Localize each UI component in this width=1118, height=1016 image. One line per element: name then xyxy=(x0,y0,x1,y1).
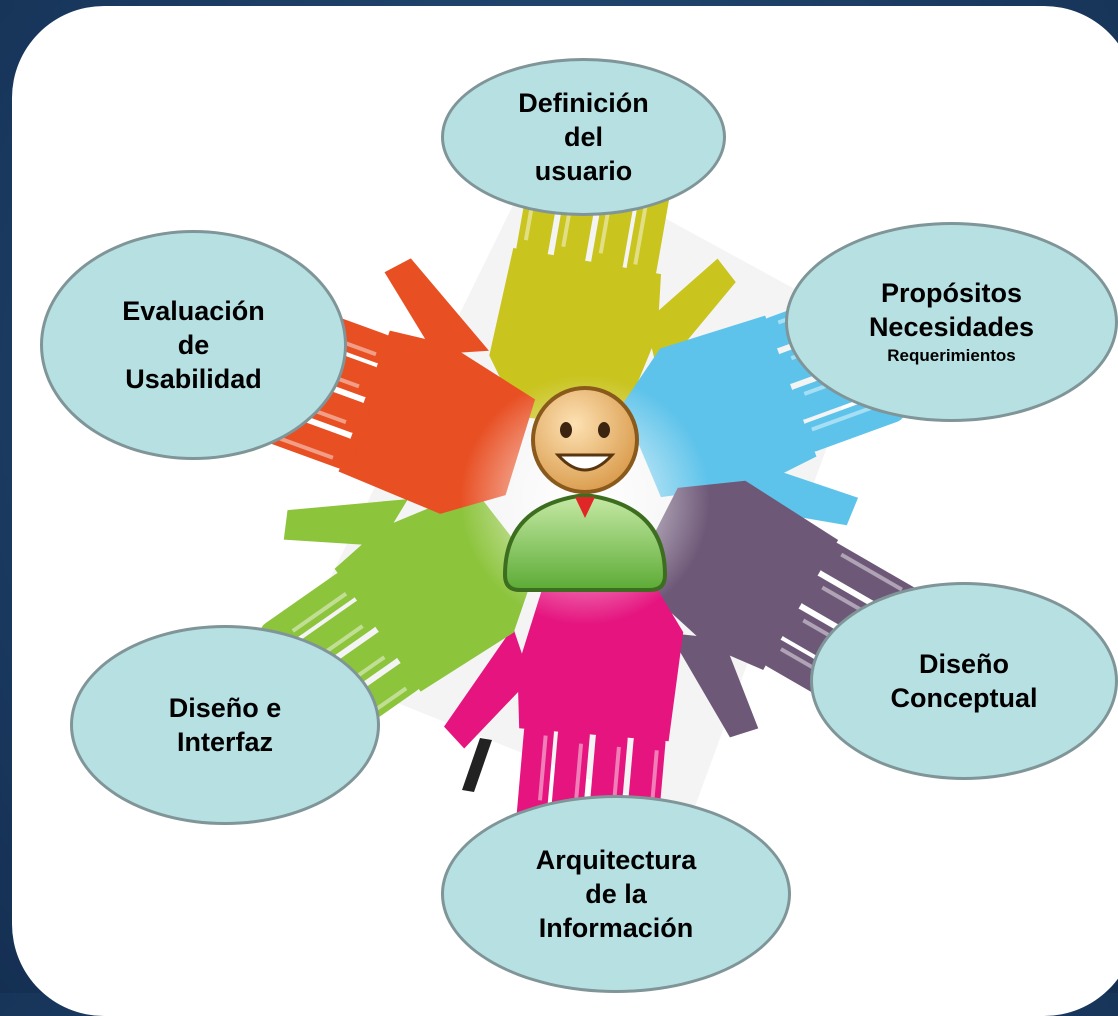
bubble-propositos-line1: Propósitos xyxy=(880,277,1022,308)
bubble-diseno-interfaz-line2: Interfaz xyxy=(176,727,274,757)
bubble-arquitectura-line3: Información xyxy=(538,913,694,944)
bubble-evaluacion-line2: de xyxy=(177,329,210,360)
bubble-evaluacion-line3: Usabilidad xyxy=(125,364,262,395)
bubble-definicion-line3: usuario xyxy=(534,156,633,187)
bubble-definicion-line2: del xyxy=(563,121,603,152)
bubble-diseno-interfaz: Diseño e Interfaz xyxy=(70,625,380,825)
bubble-arquitectura-line2: de la xyxy=(585,878,647,909)
bubble-diseno-conceptual: Diseño Conceptual xyxy=(810,582,1118,780)
bubble-diseno-interfaz-line1: Diseño e xyxy=(168,692,282,723)
bubble-propositos-line3: Requerimientos xyxy=(887,346,1016,366)
bubble-definicion-line1: Definición xyxy=(518,87,649,118)
bubble-arquitectura-informacion: Arquitectura de la Información xyxy=(441,795,791,993)
bubble-propositos: Propósitos Necesidades Requerimientos xyxy=(785,222,1118,422)
bubble-diseno-conceptual-line2: Conceptual xyxy=(890,683,1038,713)
bubble-definicion-usuario: Definición del usuario xyxy=(441,58,726,216)
bubble-propositos-line2: Necesidades xyxy=(868,312,1035,343)
bubble-diseno-conceptual-line1: Diseño xyxy=(918,648,1010,679)
bubble-arquitectura-line1: Arquitectura xyxy=(535,844,697,875)
bubble-evaluacion-line1: Evaluación xyxy=(122,295,265,326)
bubble-evaluacion-usabilidad: Evaluación de Usabilidad xyxy=(40,230,347,460)
hands-illustration xyxy=(185,119,965,872)
user-avatar-icon xyxy=(460,375,710,625)
pen-mark xyxy=(462,738,492,792)
